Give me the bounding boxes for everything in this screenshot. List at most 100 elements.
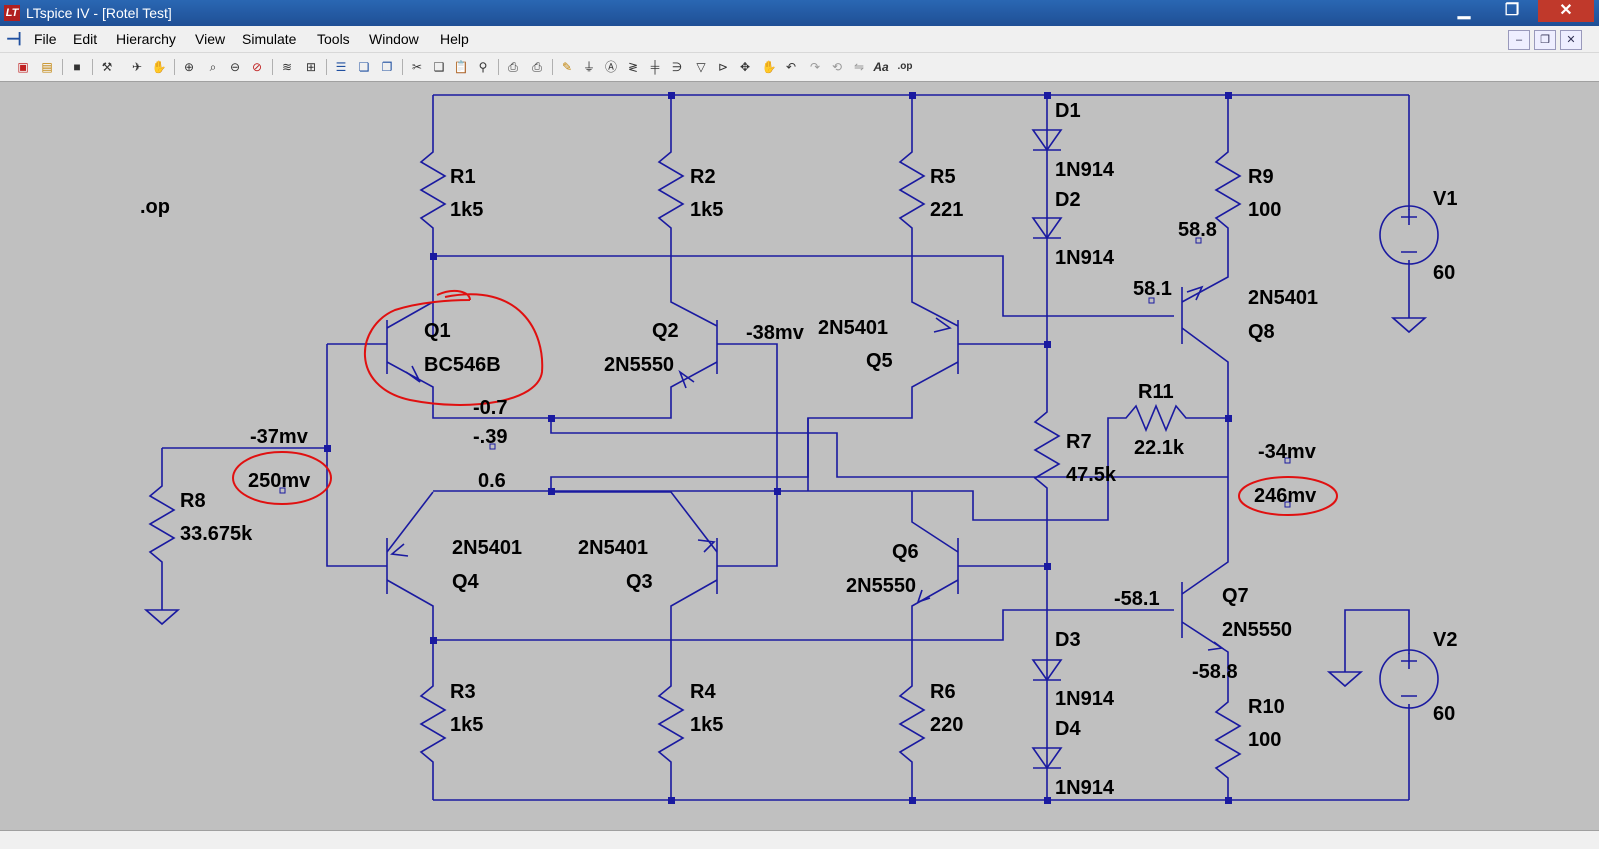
q3-name[interactable]: Q3 <box>626 571 653 593</box>
minimize-button[interactable]: ▁ <box>1457 2 1471 19</box>
menu-file[interactable]: File <box>34 31 57 47</box>
control-panel-icon[interactable]: ⚒ <box>101 60 113 74</box>
redo-icon[interactable]: ↷ <box>809 60 821 74</box>
r8-name[interactable]: R8 <box>180 490 206 512</box>
q6-name[interactable]: Q6 <box>892 541 919 563</box>
drag-icon[interactable]: ✋ <box>761 60 777 74</box>
mirror-icon[interactable]: ⇋ <box>853 60 865 74</box>
tile-horizontal-icon[interactable]: ☰ <box>335 60 347 74</box>
waveform-fit-icon[interactable]: ⊞ <box>305 60 317 74</box>
q1-name[interactable]: Q1 <box>424 320 451 342</box>
r10-value[interactable]: 100 <box>1248 729 1281 751</box>
resistor-icon[interactable]: ≷ <box>627 60 639 74</box>
open-icon[interactable]: ▤ <box>41 60 53 74</box>
zoom-in-icon[interactable]: ⊕ <box>183 60 195 74</box>
cut-icon[interactable]: ✂ <box>411 60 423 74</box>
cascade-icon[interactable]: ❏ <box>358 60 370 74</box>
close-button[interactable]: ✕ <box>1538 0 1594 22</box>
emitter-node-voltage[interactable]: -.39 <box>473 426 507 448</box>
halt-icon[interactable]: ✋ <box>151 60 167 74</box>
r5-value[interactable]: 221 <box>930 199 963 221</box>
tile-vertical-icon[interactable]: ❐ <box>381 60 393 74</box>
menu-view[interactable]: View <box>195 31 226 47</box>
q1-emitter-voltage[interactable]: -0.7 <box>473 397 507 419</box>
q5-value[interactable]: 2N5401 <box>818 317 888 339</box>
copy-icon[interactable]: ❑ <box>433 60 445 74</box>
menu-simulate[interactable]: Simulate <box>242 31 297 47</box>
r2-value[interactable]: 1k5 <box>690 199 723 221</box>
r7-name[interactable]: R7 <box>1066 431 1092 453</box>
r11-name[interactable]: R11 <box>1138 381 1174 403</box>
inductor-icon[interactable]: ∋ <box>671 60 683 74</box>
run-icon[interactable]: ✈ <box>131 60 143 74</box>
d3-value[interactable]: 1N914 <box>1055 688 1115 710</box>
menu-help[interactable]: Help <box>440 31 469 47</box>
menu-tools[interactable]: Tools <box>317 31 350 47</box>
r4-value[interactable]: 1k5 <box>690 714 723 736</box>
r5-name[interactable]: R5 <box>930 166 956 188</box>
schematic-canvas[interactable]: .op R1 1k5 R2 1k5 R5 221 D1 1N914 D2 1N9… <box>0 82 1599 830</box>
menu-window[interactable]: Window <box>369 31 419 47</box>
r8-top-voltage[interactable]: -37mv <box>250 426 309 448</box>
menu-edit[interactable]: Edit <box>73 31 98 47</box>
r2-name[interactable]: R2 <box>690 166 716 188</box>
save-icon[interactable]: ■ <box>73 60 81 74</box>
r7-value[interactable]: 47.5k <box>1066 464 1117 486</box>
waveform-icon[interactable]: ≋ <box>281 60 293 74</box>
v2-value[interactable]: 60 <box>1433 703 1455 725</box>
r3-value[interactable]: 1k5 <box>450 714 483 736</box>
q4-emitter-voltage[interactable]: 0.6 <box>478 470 506 492</box>
mdi-close-button[interactable]: ✕ <box>1560 30 1582 50</box>
r10-name[interactable]: R10 <box>1248 696 1285 718</box>
q7-value[interactable]: 2N5550 <box>1222 619 1292 641</box>
component-icon[interactable]: ⊳ <box>717 60 729 74</box>
r6-value[interactable]: 220 <box>930 714 963 736</box>
q1-value[interactable]: BC546B <box>424 354 501 376</box>
r4-name[interactable]: R4 <box>690 681 716 703</box>
d1-name[interactable]: D1 <box>1055 100 1081 122</box>
q3-value[interactable]: 2N5401 <box>578 537 648 559</box>
capacitor-icon[interactable]: ╪ <box>650 60 660 74</box>
q4-name[interactable]: Q4 <box>452 571 480 593</box>
d1-value[interactable]: 1N914 <box>1055 159 1115 181</box>
zoom-out-icon[interactable]: ⊖ <box>229 60 241 74</box>
menu-hierarchy[interactable]: Hierarchy <box>116 31 176 47</box>
find-icon[interactable]: ⚲ <box>478 60 488 74</box>
r1-name[interactable]: R1 <box>450 166 476 188</box>
r6-name[interactable]: R6 <box>930 681 956 703</box>
d2-value[interactable]: 1N914 <box>1055 247 1115 269</box>
op-directive[interactable]: .op <box>140 196 170 218</box>
mdi-minimize-button[interactable]: – <box>1508 30 1530 50</box>
draw-wire-icon[interactable]: ✎ <box>561 60 573 74</box>
new-schematic-icon[interactable]: ▣ <box>17 60 29 74</box>
output-top-voltage[interactable]: -34mv <box>1258 441 1317 463</box>
q7-name[interactable]: Q7 <box>1222 585 1249 607</box>
document-icon[interactable]: ⊣ <box>6 29 22 49</box>
zoom-pan-icon[interactable]: ⌕ <box>209 60 217 74</box>
v2-name[interactable]: V2 <box>1433 629 1457 651</box>
spice-directive-icon[interactable]: .op <box>897 61 913 72</box>
q2-collector-voltage[interactable]: -38mv <box>746 322 805 344</box>
r1-value[interactable]: 1k5 <box>450 199 483 221</box>
input-voltage-circled[interactable]: 250mv <box>248 470 311 492</box>
q7-emitter-voltage[interactable]: -58.8 <box>1192 661 1238 683</box>
q8-value[interactable]: 2N5401 <box>1248 287 1318 309</box>
rotate-icon[interactable]: ⟲ <box>831 60 843 74</box>
r9-value[interactable]: 100 <box>1248 199 1281 221</box>
output-voltage-circled[interactable]: 246mv <box>1254 485 1317 507</box>
label-net-icon[interactable]: Ⓐ <box>604 60 617 74</box>
r8-value[interactable]: 33.675k <box>180 523 253 545</box>
maximize-button[interactable]: ❐ <box>1504 2 1520 19</box>
move-icon[interactable]: ✥ <box>739 60 751 74</box>
q6-value[interactable]: 2N5550 <box>846 575 916 597</box>
q4-value[interactable]: 2N5401 <box>452 537 522 559</box>
r9-name[interactable]: R9 <box>1248 166 1274 188</box>
q2-value[interactable]: 2N5550 <box>604 354 674 376</box>
q7-base-voltage[interactable]: -58.1 <box>1114 588 1160 610</box>
r3-name[interactable]: R3 <box>450 681 476 703</box>
q8-name[interactable]: Q8 <box>1248 321 1275 343</box>
print-icon[interactable]: ⎙ <box>532 60 542 74</box>
undo-icon[interactable]: ↶ <box>785 60 797 74</box>
d4-name[interactable]: D4 <box>1055 718 1081 740</box>
d2-name[interactable]: D2 <box>1055 189 1081 211</box>
